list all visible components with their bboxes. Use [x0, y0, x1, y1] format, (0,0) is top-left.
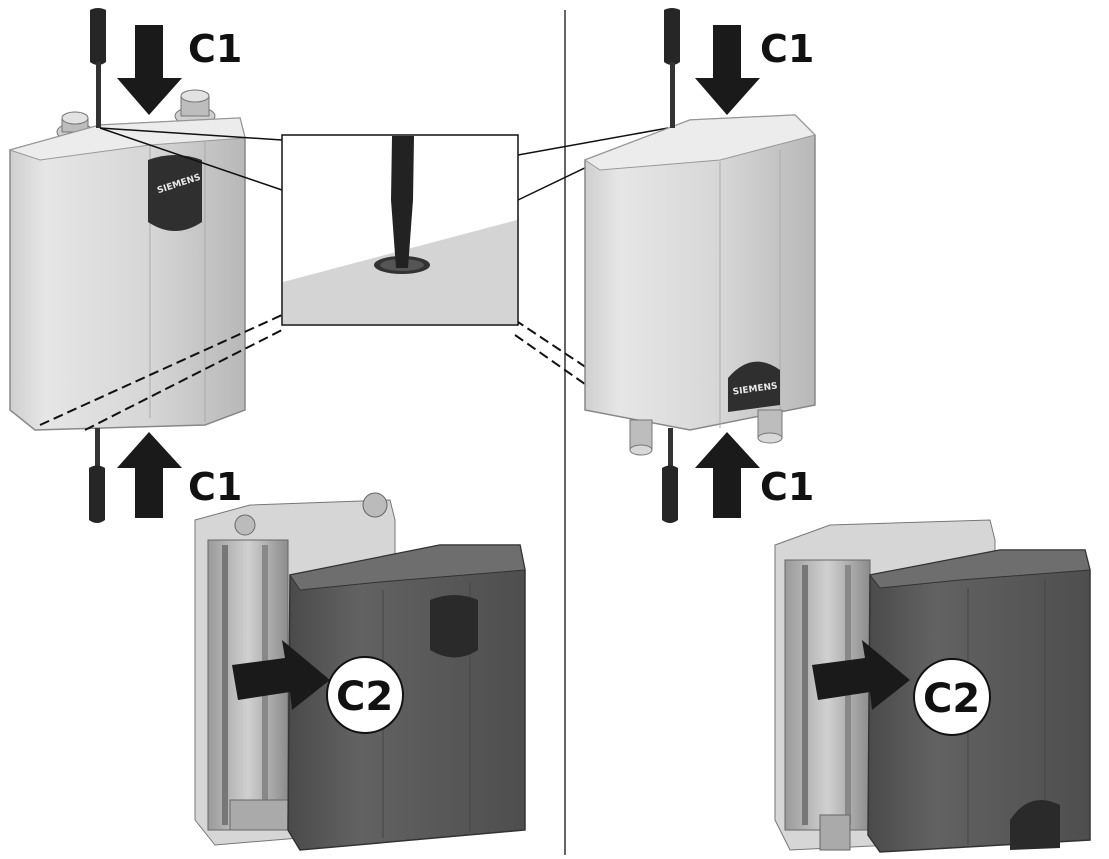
arrow-up-icon	[117, 432, 182, 518]
screwdriver-icon	[90, 8, 106, 128]
label-c1-top: C1	[760, 27, 814, 71]
bottom-fittings	[629, 409, 783, 456]
screwdriver-icon	[664, 8, 680, 128]
screwdriver-icon	[662, 428, 678, 523]
arrow-down-icon	[695, 25, 760, 115]
zoom-callout	[39, 127, 669, 431]
label-c2-badge: C2	[326, 656, 404, 734]
water-heater-unit: SIEMENS	[583, 114, 816, 431]
label-c2: C2	[336, 674, 393, 720]
label-c1-top: C1	[188, 27, 242, 71]
arrow-up-icon	[695, 432, 760, 518]
right-panel: SIEMENS C1 C1	[583, 8, 1091, 853]
label-c1-bottom: C1	[188, 465, 242, 509]
label-c2-badge: C2	[913, 658, 991, 736]
arrow-down-icon	[117, 25, 182, 115]
label-c1-bottom: C1	[760, 465, 814, 509]
left-panel: SIEMENS C1 C1	[8, 8, 526, 851]
arrow-right-icon	[232, 640, 330, 710]
arrow-right-icon	[812, 640, 910, 710]
label-c2: C2	[923, 676, 980, 722]
screwdriver-icon	[89, 428, 105, 523]
